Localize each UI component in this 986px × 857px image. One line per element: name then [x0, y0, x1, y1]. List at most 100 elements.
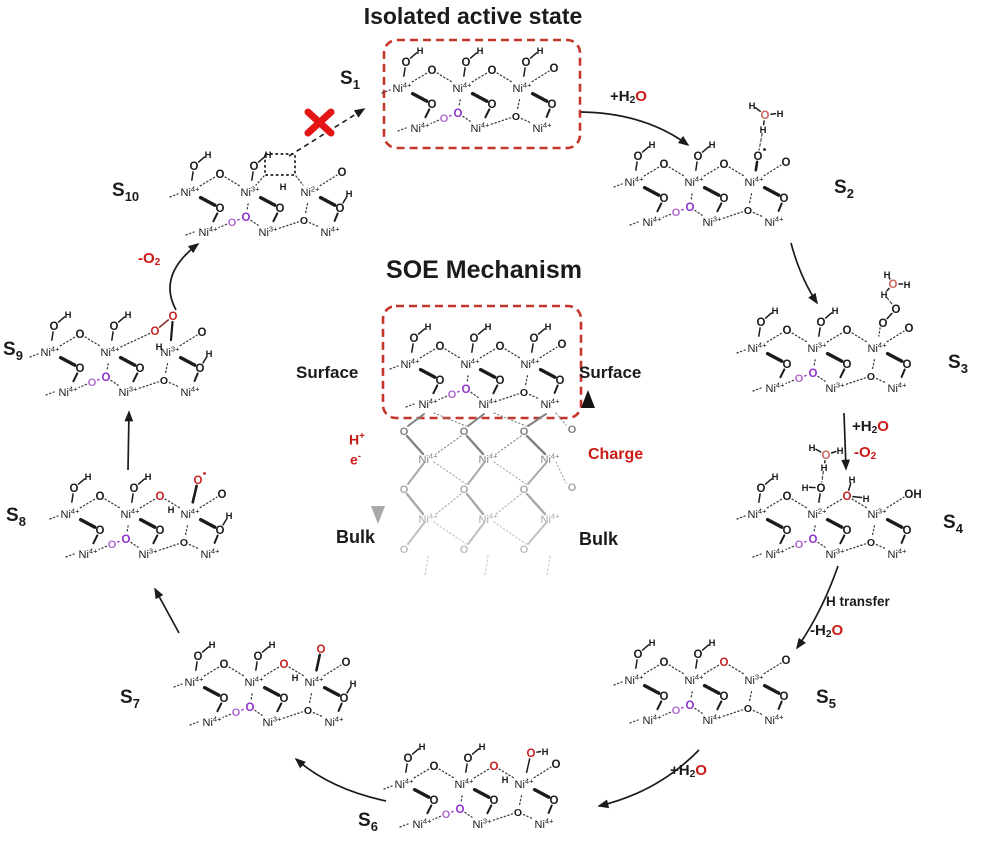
svg-text:O: O	[694, 151, 703, 163]
svg-text:Ni4+: Ni4+	[533, 121, 553, 136]
svg-text:O: O	[488, 65, 497, 77]
charge-label: Charge	[588, 446, 644, 463]
arrow-s5-s6	[597, 749, 700, 809]
svg-text:Ni4+: Ni4+	[121, 507, 141, 522]
svg-text:Ni3+: Ni3+	[161, 345, 181, 360]
svg-text:O: O	[744, 205, 752, 217]
svg-text:Ni4+: Ni4+	[455, 777, 475, 792]
svg-text:O: O	[216, 169, 225, 181]
svg-text:O: O	[488, 99, 497, 111]
svg-text:O: O	[460, 484, 469, 496]
svg-text:O: O	[180, 537, 188, 549]
transition-label-s3-s4-water: +H2O	[852, 418, 889, 437]
svg-text:O: O	[464, 753, 473, 765]
surface-label-left: Surface	[296, 363, 359, 382]
svg-text:O: O	[430, 795, 439, 807]
svg-text:Ni3+: Ni3+	[826, 381, 846, 396]
state-label-s5: S5	[816, 687, 836, 711]
svg-text:O: O	[436, 341, 445, 353]
svg-text:O: O	[783, 525, 792, 537]
svg-text:H: H	[802, 483, 809, 494]
arrow-s1-s2	[580, 111, 690, 146]
svg-text:O: O	[782, 655, 791, 667]
svg-text:O: O	[194, 651, 203, 663]
svg-text:Ni4+: Ni4+	[766, 381, 786, 396]
svg-text:O: O	[514, 807, 522, 819]
svg-text:Ni3+: Ni3+	[241, 185, 261, 200]
svg-text:H: H	[479, 742, 486, 753]
transition-label-s5-s6: +H2O	[670, 762, 707, 781]
svg-text:H: H	[749, 101, 756, 112]
state-label-s6: S6	[358, 810, 378, 834]
svg-text:Ni4+: Ni4+	[201, 547, 221, 562]
svg-text:O: O	[108, 539, 117, 551]
svg-text:Ni4+: Ni4+	[181, 507, 201, 522]
svg-text:Ni4+: Ni4+	[479, 397, 499, 412]
arrow-s2-s3	[790, 242, 818, 305]
svg-text:O: O	[276, 203, 285, 215]
svg-text:O: O	[634, 151, 643, 163]
svg-text:O: O	[903, 525, 912, 537]
svg-text:O: O	[720, 691, 729, 703]
svg-text:OH: OH	[904, 489, 921, 501]
svg-text:Ni4+: Ni4+	[479, 512, 499, 527]
svg-text:Ni3+: Ni3+	[808, 341, 828, 356]
svg-text:Ni4+: Ni4+	[395, 777, 415, 792]
svg-text:O: O	[216, 203, 225, 215]
svg-text:H: H	[502, 775, 509, 786]
svg-text:O: O	[300, 215, 308, 227]
svg-text:O: O	[250, 161, 259, 173]
svg-text:O: O	[744, 703, 752, 715]
svg-text:H: H	[821, 463, 828, 474]
svg-text:H: H	[904, 280, 911, 291]
state-label-s8: S8	[6, 505, 26, 529]
svg-text:H: H	[545, 322, 552, 333]
svg-text:O: O	[130, 483, 139, 495]
svg-text:O: O	[867, 371, 875, 383]
svg-text:O: O	[568, 482, 577, 494]
svg-text:O: O	[460, 544, 469, 556]
svg-text:H: H	[849, 475, 856, 486]
svg-text:H: H	[292, 673, 299, 684]
svg-text:O: O	[527, 748, 536, 760]
svg-text:H: H	[346, 189, 353, 200]
svg-text:O: O	[122, 534, 131, 546]
svg-text:Ni4+: Ni4+	[515, 777, 535, 792]
svg-text:O: O	[520, 544, 529, 556]
svg-text:O: O	[694, 649, 703, 661]
svg-text:H: H	[884, 270, 891, 281]
svg-text:H: H	[649, 140, 656, 151]
svg-text:O: O	[672, 705, 681, 717]
svg-text:O: O	[720, 159, 729, 171]
svg-text:O: O	[218, 489, 227, 501]
svg-text:O: O	[338, 167, 347, 179]
svg-text:O: O	[520, 426, 529, 438]
svg-text:O: O	[530, 333, 539, 345]
svg-text:O: O	[442, 809, 451, 821]
svg-text:O: O	[783, 359, 792, 371]
svg-text:Ni4+: Ni4+	[419, 452, 439, 467]
svg-text:O: O	[340, 693, 349, 705]
svg-text:Ni4+: Ni4+	[643, 713, 663, 728]
svg-text:Ni4+: Ni4+	[888, 547, 908, 562]
svg-text:O: O	[216, 525, 225, 537]
svg-text:O: O	[448, 389, 457, 401]
svg-text:O: O	[903, 359, 912, 371]
svg-text:Ni4+: Ni4+	[625, 673, 645, 688]
svg-text:H: H	[168, 505, 175, 516]
arrow-s4-s5	[796, 565, 839, 650]
svg-text:O: O	[520, 387, 528, 399]
transition-label-s4-s5-water: -H2O	[810, 622, 844, 641]
svg-text:Ni2+: Ni2+	[808, 507, 828, 522]
svg-text:Ni3+: Ni3+	[119, 385, 139, 400]
svg-text:H: H	[145, 472, 152, 483]
svg-text:O: O	[462, 384, 471, 396]
svg-text:O: O	[843, 525, 852, 537]
svg-text:O: O	[342, 657, 351, 669]
svg-text:O: O	[110, 321, 119, 333]
